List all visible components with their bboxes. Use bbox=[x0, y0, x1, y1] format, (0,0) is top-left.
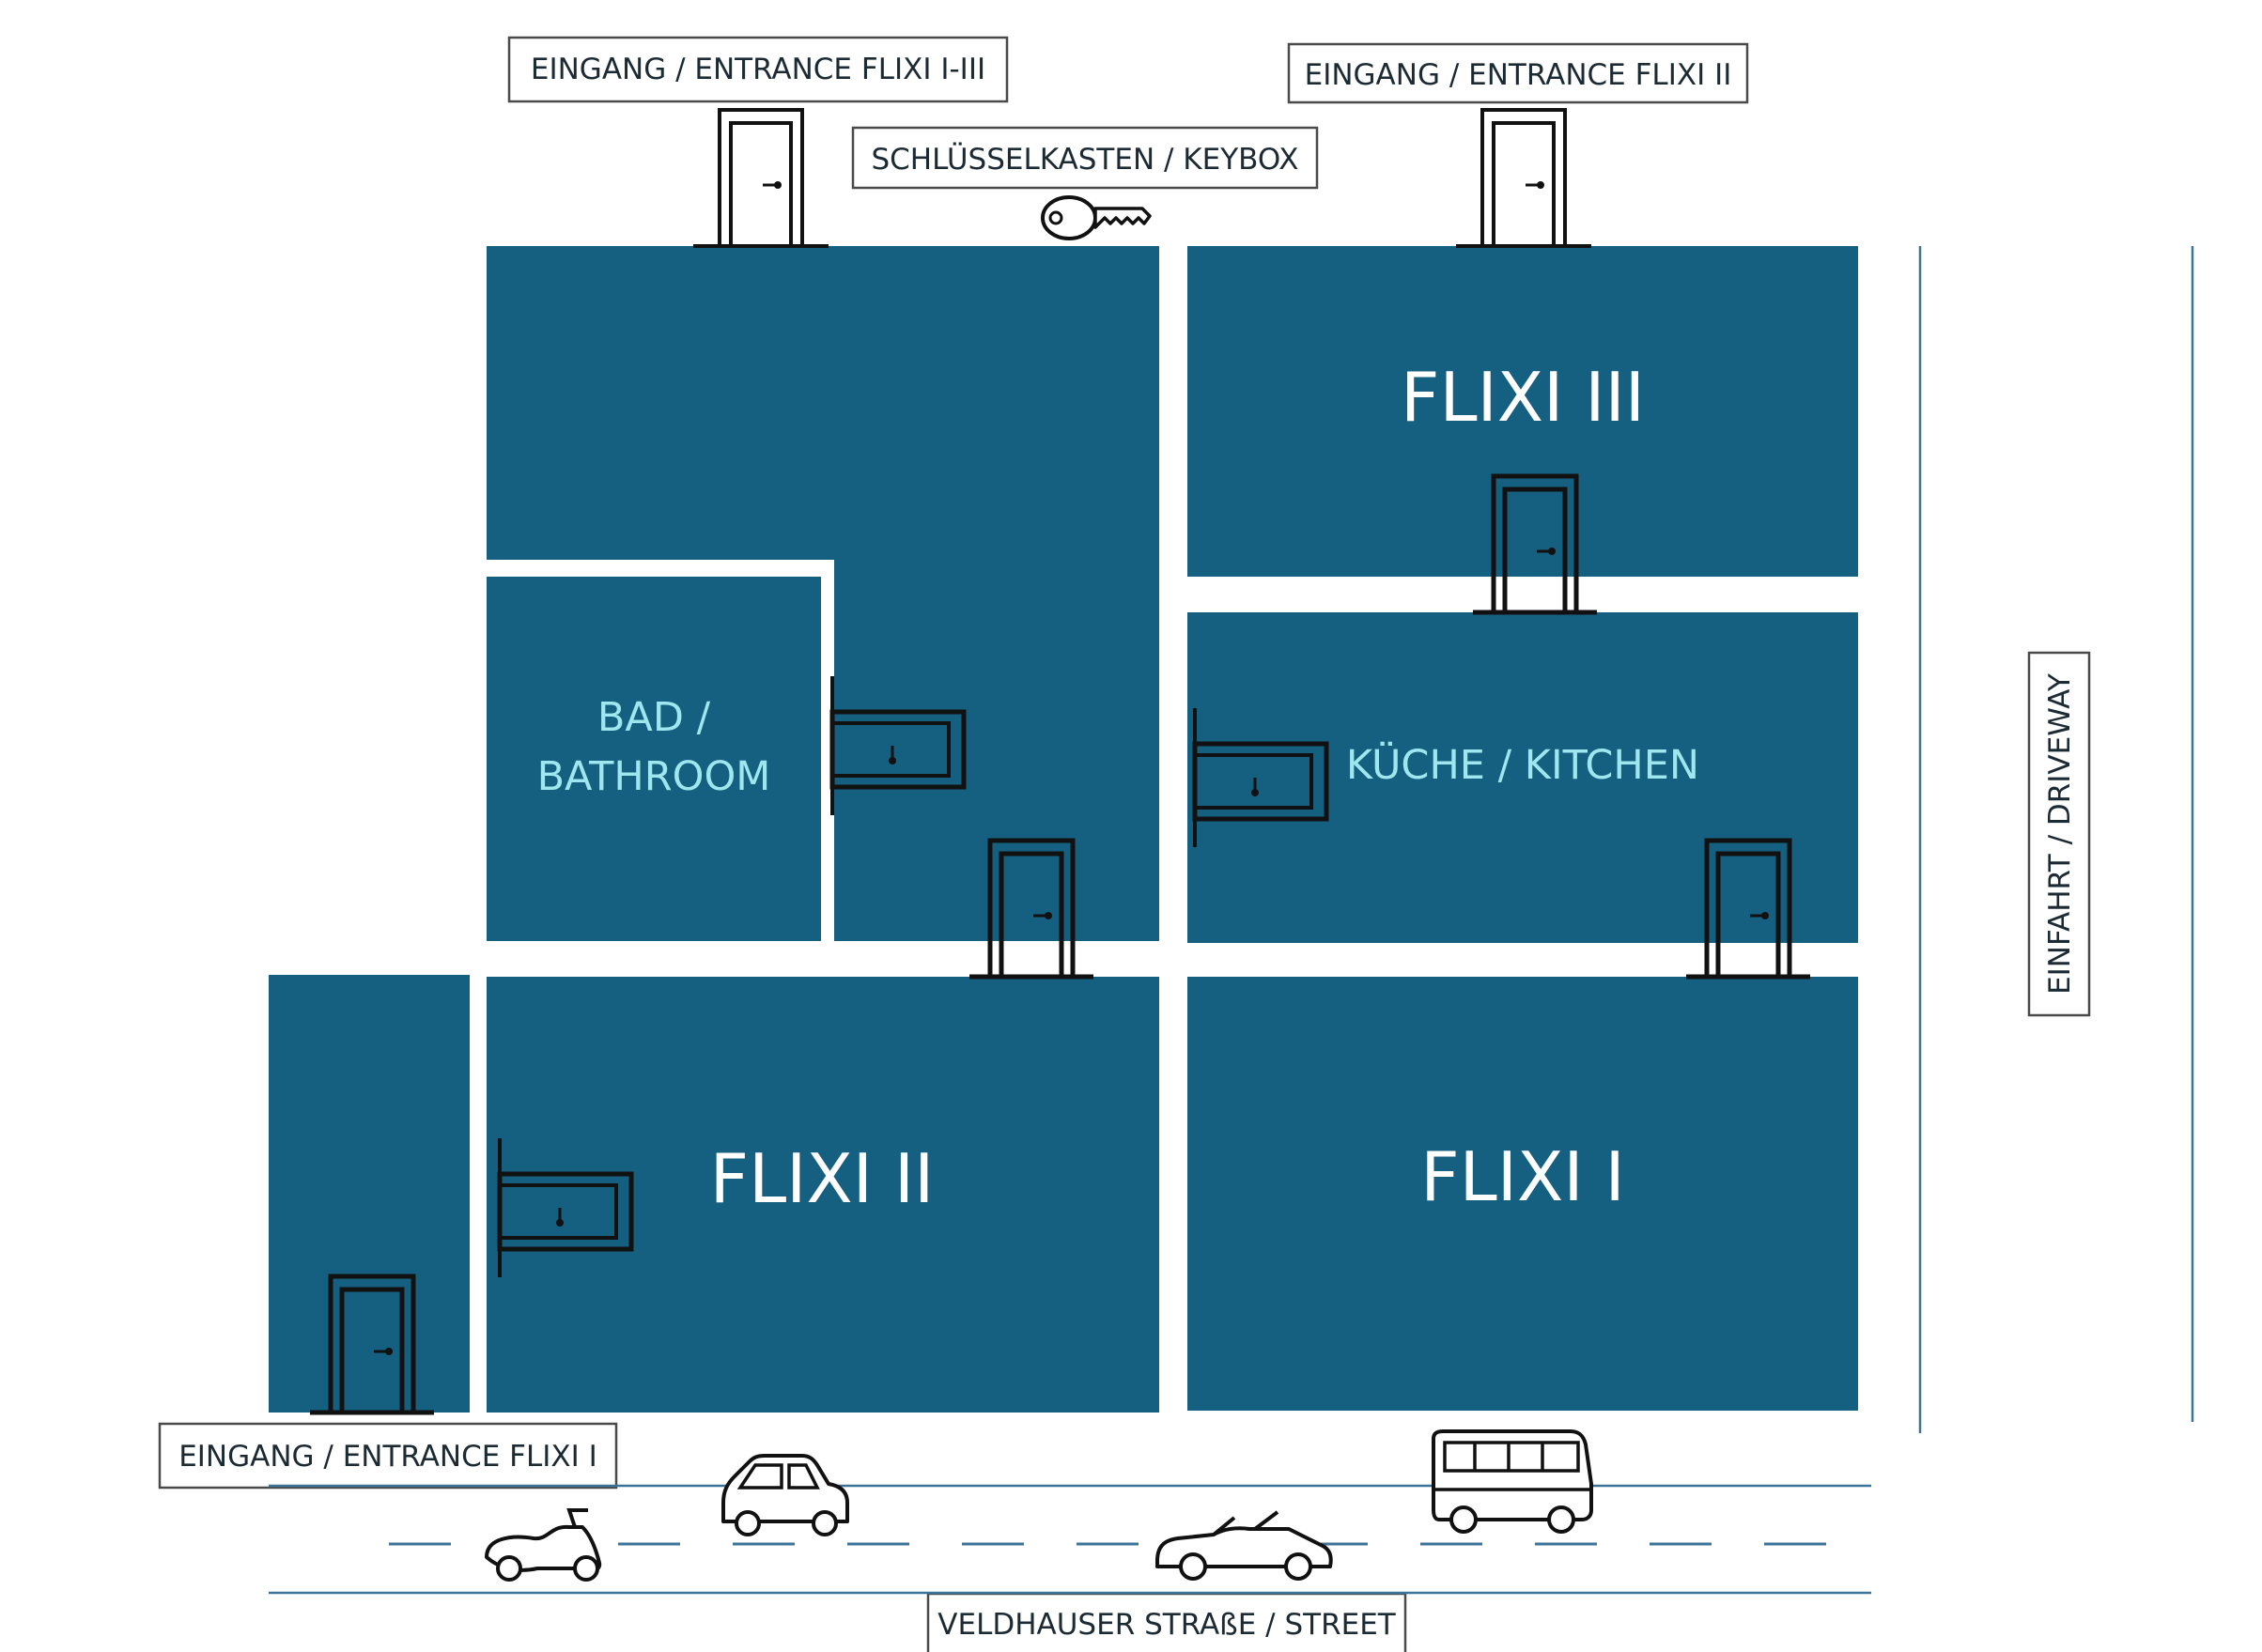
svg-text:EINGANG / ENTRANCE FLIXI I: EINGANG / ENTRANCE FLIXI I bbox=[178, 1440, 597, 1474]
bus-icon bbox=[1432, 1429, 1593, 1534]
bathroom-room bbox=[487, 577, 821, 941]
flixi-3-room bbox=[1187, 246, 1858, 577]
flixi-1-room bbox=[1187, 977, 1858, 1411]
driveway-label: EINFAHRT / DRIVEWAY bbox=[2027, 651, 2091, 1017]
entrance-flixi-1-label: EINGANG / ENTRANCE FLIXI I bbox=[158, 1422, 618, 1490]
svg-text:SCHLÜSSELKASTEN / KEYBOX: SCHLÜSSELKASTEN / KEYBOX bbox=[871, 142, 1298, 177]
entrance-flixi-2-label: EINGANG / ENTRANCE FLIXI II bbox=[1287, 42, 1749, 104]
svg-text:VELDHAUSER STRAßE / STREET: VELDHAUSER STRAßE / STREET bbox=[937, 1608, 1396, 1642]
scooter-icon bbox=[485, 1508, 602, 1582]
flixi-1-entrance-hall bbox=[269, 975, 470, 1413]
kitchen-room bbox=[1187, 612, 1858, 943]
flixi-3-label: FLIXI III bbox=[1401, 358, 1645, 437]
keybox-label: SCHLÜSSELKASTEN / KEYBOX bbox=[851, 126, 1319, 190]
street-label: VELDHAUSER STRAßE / STREET bbox=[926, 1592, 1407, 1652]
svg-text:EINGANG / ENTRANCE FLIXI I-III: EINGANG / ENTRANCE FLIXI I-III bbox=[531, 53, 985, 86]
entrance-door-icon-flixi-1-3[interactable] bbox=[691, 108, 830, 248]
svg-text:EINGANG / ENTRANCE FLIXI II: EINGANG / ENTRANCE FLIXI II bbox=[1305, 58, 1732, 92]
svg-text:EINFAHRT / DRIVEWAY: EINFAHRT / DRIVEWAY bbox=[2043, 673, 2077, 995]
kitchen-label: KÜCHE / KITCHEN bbox=[1346, 741, 1699, 789]
bathroom-label-line2: BATHROOM bbox=[537, 753, 771, 800]
bathroom-label-line1: BAD / bbox=[597, 694, 711, 741]
car-icon bbox=[721, 1454, 849, 1536]
entrance-door-icon-flixi-2[interactable] bbox=[1454, 108, 1593, 248]
key-icon[interactable] bbox=[1041, 195, 1152, 240]
flixi-1-label: FLIXI I bbox=[1420, 1137, 1624, 1216]
convertible-icon bbox=[1155, 1510, 1333, 1581]
flixi-2-label: FLIXI II bbox=[710, 1139, 935, 1218]
flixi-upper-left-room bbox=[487, 246, 1159, 941]
entrance-flixi-1-3-label: EINGANG / ENTRANCE FLIXI I-III bbox=[507, 36, 1009, 103]
flixi-2-room bbox=[487, 977, 1159, 1413]
